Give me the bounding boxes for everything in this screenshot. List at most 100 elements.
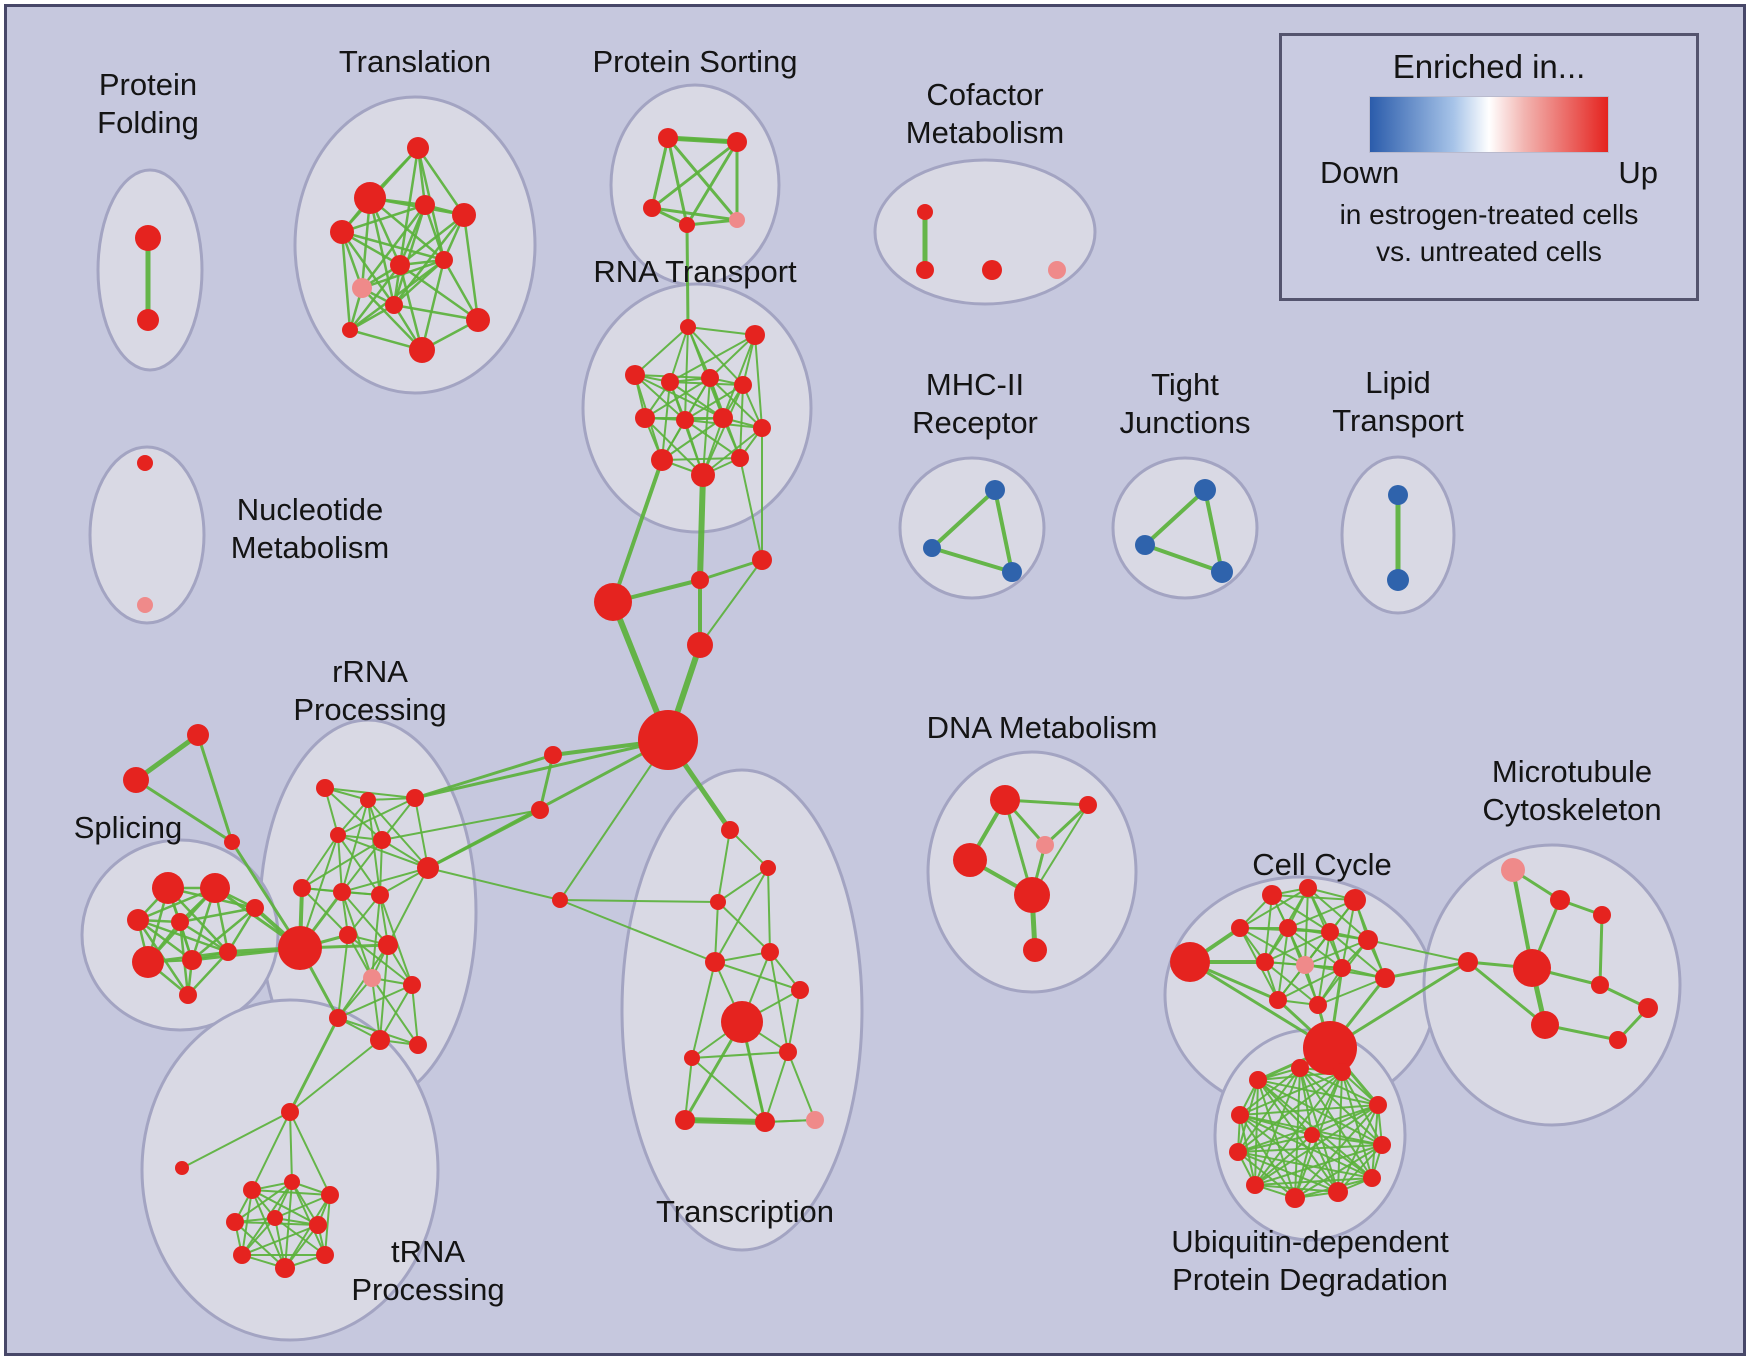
network-node-c2 bbox=[916, 261, 934, 279]
network-node-d4 bbox=[1036, 836, 1054, 854]
network-edge bbox=[360, 203, 427, 290]
network-edge bbox=[136, 918, 230, 954]
network-node-mh1 bbox=[985, 480, 1005, 500]
network-node-sp1 bbox=[152, 872, 184, 904]
network-edge bbox=[611, 458, 664, 604]
network-node-t8 bbox=[435, 251, 453, 269]
network-edge bbox=[685, 218, 739, 227]
network-edge bbox=[426, 808, 542, 870]
network-node-rrHub bbox=[278, 926, 322, 970]
network-node-l2 bbox=[1387, 569, 1409, 591]
network-edge bbox=[186, 950, 230, 997]
network-edge bbox=[340, 203, 427, 234]
network-edge bbox=[702, 384, 744, 476]
network-node-rr4 bbox=[330, 827, 346, 843]
network-node-tri2 bbox=[123, 767, 149, 793]
network-edge bbox=[348, 263, 402, 332]
network-edge bbox=[134, 778, 234, 844]
network-node-rr14 bbox=[329, 1009, 347, 1027]
network-edge bbox=[993, 488, 1014, 574]
network-node-t12 bbox=[342, 322, 358, 338]
network-edge bbox=[666, 136, 739, 222]
network-node-s3 bbox=[643, 199, 661, 217]
network-node-d3 bbox=[953, 843, 987, 877]
network-node-cc1 bbox=[1170, 942, 1210, 982]
network-edge bbox=[379, 984, 413, 1041]
network-node-tj2 bbox=[1135, 535, 1155, 555]
network-edge bbox=[379, 839, 383, 896]
network-edge bbox=[1239, 1114, 1339, 1193]
network-edge bbox=[392, 303, 480, 322]
network-edge bbox=[1367, 939, 1469, 963]
network-edge bbox=[416, 146, 466, 217]
network-node-r10 bbox=[753, 419, 771, 437]
network-edge bbox=[1311, 1134, 1339, 1193]
network-edge bbox=[241, 1224, 319, 1256]
network-node-r7 bbox=[635, 408, 655, 428]
cluster-ellipse-microtubule-cytoskeleton bbox=[1422, 843, 1682, 1127]
network-node-r5 bbox=[701, 369, 719, 387]
network-edge bbox=[251, 1189, 319, 1226]
cluster-ellipse-trna-processing bbox=[140, 998, 440, 1342]
network-node-c3 bbox=[982, 260, 1002, 280]
network-node-d6 bbox=[1023, 938, 1047, 962]
network-edge bbox=[1299, 1067, 1379, 1106]
network-edge bbox=[1307, 887, 1369, 941]
network-node-cb bbox=[531, 801, 549, 819]
network-edge bbox=[644, 417, 704, 476]
network-node-d2 bbox=[1079, 796, 1097, 814]
network-node-r3 bbox=[625, 365, 645, 385]
network-edge bbox=[644, 377, 711, 419]
network-node-t3 bbox=[330, 220, 354, 244]
network-edge bbox=[337, 834, 343, 893]
network-node-x10 bbox=[675, 1110, 695, 1130]
cluster-label-protein-sorting: Protein Sorting bbox=[592, 44, 797, 79]
network-node-u2 bbox=[1291, 1059, 1309, 1077]
network-node-tr6 bbox=[309, 1216, 327, 1234]
network-node-t11 bbox=[409, 337, 435, 363]
network-node-r13 bbox=[731, 449, 749, 467]
network-node-t4 bbox=[415, 195, 435, 215]
network-edge bbox=[379, 944, 389, 1041]
network-node-cc8 bbox=[1358, 930, 1378, 950]
network-edge bbox=[1239, 1114, 1296, 1199]
network-node-c4 bbox=[1048, 261, 1066, 279]
cluster-ellipse-mhc-ii-receptor bbox=[898, 456, 1046, 600]
network-edge bbox=[1239, 927, 1306, 966]
network-edge bbox=[559, 739, 669, 901]
network-node-r4 bbox=[661, 373, 679, 391]
network-node-h3 bbox=[594, 583, 632, 621]
network-edge bbox=[634, 326, 689, 376]
network-edge bbox=[661, 381, 671, 461]
network-node-x5 bbox=[761, 943, 779, 961]
network-edge bbox=[665, 135, 740, 145]
cluster-ellipse-cofactor-metabolism bbox=[873, 158, 1097, 306]
network-node-tr2 bbox=[284, 1174, 300, 1190]
network-edge bbox=[687, 326, 756, 336]
network-node-m6 bbox=[1591, 976, 1609, 994]
network-edge bbox=[1239, 1067, 1301, 1116]
network-edge bbox=[337, 834, 381, 896]
network-node-u11 bbox=[1363, 1169, 1381, 1187]
network-edge bbox=[1237, 1144, 1383, 1153]
network-edge bbox=[1337, 1104, 1379, 1193]
network-node-x3 bbox=[710, 894, 726, 910]
network-node-m4 bbox=[1458, 952, 1478, 972]
network-edge bbox=[739, 457, 763, 561]
network-edge bbox=[1254, 1071, 1343, 1186]
network-node-pf2 bbox=[137, 309, 159, 331]
network-node-u8 bbox=[1246, 1176, 1264, 1194]
legend-endpoints-row: Down Up bbox=[1282, 153, 1696, 191]
network-edge bbox=[1254, 1134, 1313, 1186]
network-node-x7 bbox=[791, 981, 809, 999]
network-node-cc10 bbox=[1296, 956, 1314, 974]
cluster-ellipse-nucleotide-metabolism bbox=[88, 445, 206, 625]
network-edge bbox=[1254, 1144, 1383, 1186]
cluster-label-translation: Translation bbox=[339, 44, 491, 79]
network-edge bbox=[1304, 939, 1369, 966]
network-node-nm1 bbox=[137, 455, 153, 471]
